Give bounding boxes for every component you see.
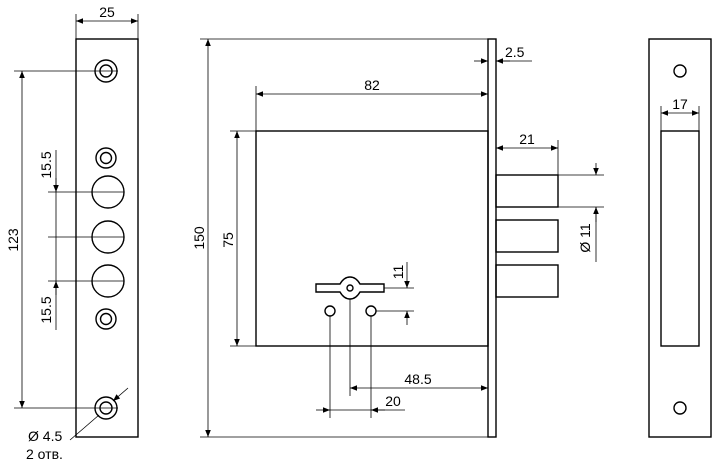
bolt-3 xyxy=(495,264,559,298)
dim-bolt-diameter: Ø 11 xyxy=(577,223,593,253)
dim-faceplate-thickness: 2.5 xyxy=(505,44,525,60)
strike-plate-view: 17 xyxy=(648,38,712,438)
spindle-hole-right xyxy=(365,305,377,317)
strike-slot xyxy=(660,130,700,347)
dim-bolt-throw: 21 xyxy=(519,131,535,147)
dim-body-width: 82 xyxy=(364,77,380,93)
small-hole-upper xyxy=(95,147,117,169)
dim-lower-hole-spacing: 15.5 xyxy=(38,296,54,323)
dim-backset: 48.5 xyxy=(404,371,431,387)
small-hole-lower xyxy=(95,308,117,330)
front-plate xyxy=(487,38,497,438)
faceplate-outline xyxy=(75,38,139,438)
dim-upper-hole-spacing: 15.5 xyxy=(38,151,54,178)
lock-body-view: 150 75 82 2.5 21 Ø 11 11 xyxy=(191,38,604,438)
spindle-hole-left xyxy=(324,305,336,317)
faceplate-view: 25 123 15.5 15.5 Ø 4.5 2 отв. xyxy=(5,4,139,462)
lock-case xyxy=(255,130,489,347)
dim-spindle-spacing: 20 xyxy=(385,393,401,409)
dim-mount-hole-dia: Ø 4.5 xyxy=(28,428,62,444)
dim-keyhole-height: 11 xyxy=(390,265,406,280)
bolt-1 xyxy=(495,174,559,208)
dim-mount-spacing: 123 xyxy=(5,228,21,252)
dim-plate-width: 25 xyxy=(99,4,115,20)
dim-strike-width: 17 xyxy=(672,96,688,112)
faceplate-holes xyxy=(91,59,125,420)
strike-mount-hole-bottom xyxy=(673,401,687,415)
bolt-2 xyxy=(495,219,559,253)
dim-mount-hole-count: 2 отв. xyxy=(26,446,63,462)
strike-plate-outline xyxy=(648,38,712,438)
strike-mount-hole-top xyxy=(673,64,687,78)
dim-body-height: 75 xyxy=(220,232,236,248)
dim-overall-height: 150 xyxy=(191,226,207,250)
